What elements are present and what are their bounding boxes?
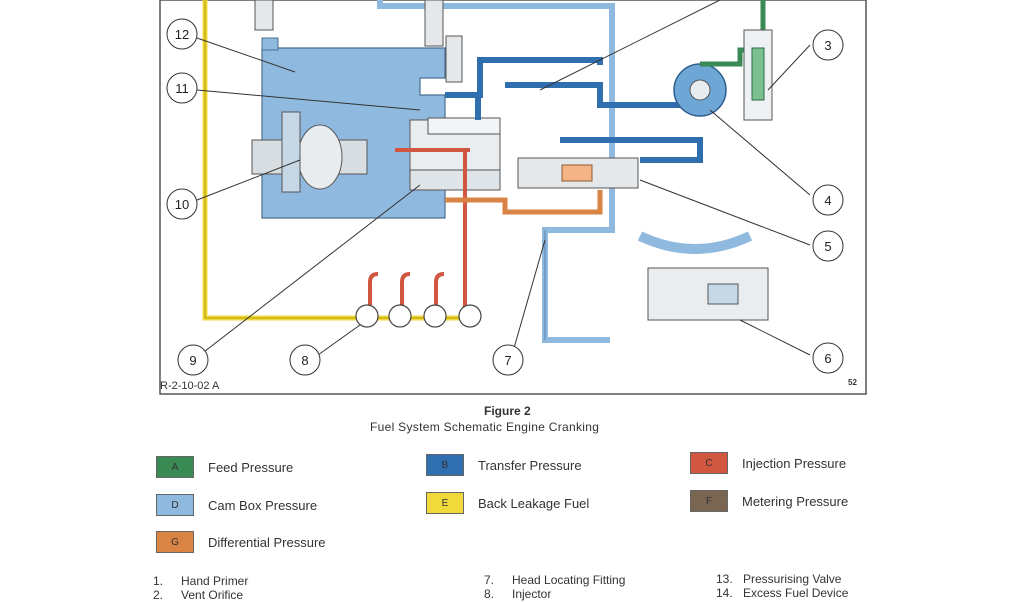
differential-line (445, 190, 603, 215)
part-label: Hand Primer (181, 574, 249, 588)
top-fitting-left (254, 0, 274, 31)
legend-swatch-a: A (156, 456, 194, 478)
legend-swatch-f: F (690, 490, 728, 512)
metering-valve-spring (561, 164, 593, 182)
callout-10-label: 10 (175, 197, 189, 212)
callout-9: 9 (177, 344, 209, 376)
injector-outlets (355, 304, 482, 328)
back-leakage-line-outline (204, 0, 470, 319)
cam-box-top-feed (261, 37, 279, 51)
legend-label-e: Back Leakage Fuel (478, 496, 590, 511)
callout-6-label: 6 (824, 351, 831, 366)
legend-swatch-e: E (426, 492, 464, 514)
part-label: Injector (512, 587, 552, 601)
part-number: 1. (153, 574, 164, 588)
top-fitting-right (445, 35, 463, 83)
cam-arc (637, 231, 753, 254)
legend-label-d: Cam Box Pressure (208, 498, 318, 513)
excess-fuel-spring (707, 283, 739, 305)
injector-pipes (368, 272, 445, 312)
figure-title: Figure 2 (484, 404, 531, 418)
legend-label-b: Transfer Pressure (478, 458, 582, 473)
part-label: Vent Orifice (181, 588, 244, 602)
part-number: 14. (716, 586, 733, 600)
callout-11-label: 11 (175, 81, 189, 96)
transfer-pressure-lines (445, 57, 703, 163)
regulating-valve-inner (751, 47, 765, 101)
part-label: Excess Fuel Device (743, 586, 849, 600)
part-number: 7. (484, 573, 495, 587)
top-fitting-mid (424, 0, 444, 47)
legend-label-c: Injection Pressure (742, 456, 847, 471)
part-number: 13. (716, 572, 733, 586)
rotor-head-lower (409, 169, 501, 191)
callout-11: 11 (166, 72, 198, 104)
callout-4-label: 4 (824, 193, 831, 208)
legend-swatch-d: D (156, 494, 194, 516)
legend-swatch-b: B (426, 454, 464, 476)
callout-8: 8 (289, 344, 321, 376)
callout-10: 10 (166, 188, 198, 220)
legend-swatch-c: C (690, 452, 728, 474)
callout-12-label: 12 (175, 27, 189, 42)
callout-8-label: 8 (301, 353, 308, 368)
part-number: 8. (484, 587, 495, 601)
callout-3: 3 (812, 29, 844, 61)
figure-subtitle: Fuel System Schematic Engine Cranking (370, 420, 600, 434)
legend-label-a: Feed Pressure (208, 460, 294, 475)
leader-lines (196, 0, 811, 356)
callout-7: 7 (492, 344, 524, 376)
legend-label-g: Differential Pressure (208, 535, 326, 550)
callout-9-label: 9 (189, 353, 196, 368)
rotor-left (281, 111, 301, 193)
transfer-pump-hub (689, 79, 711, 101)
figure-corner-mark: 52 (848, 378, 857, 387)
callout-5: 5 (812, 230, 844, 262)
part-label: Pressurising Valve (743, 572, 842, 586)
callout-6: 6 (812, 342, 844, 374)
legend-label-f: Metering Pressure (742, 494, 849, 509)
callout-5-label: 5 (824, 239, 831, 254)
drive-hub (297, 124, 343, 190)
part-number: 2. (153, 588, 164, 602)
figure-reference: R-2-10-02 A (160, 380, 220, 392)
part-label: Head Locating Fitting (512, 573, 626, 587)
callout-12: 12 (166, 18, 198, 50)
legend-swatch-g: G (156, 531, 194, 553)
callout-4: 4 (812, 184, 844, 216)
callout-7-label: 7 (504, 353, 511, 368)
callout-3-label: 3 (824, 38, 831, 53)
rotor-top-cap (427, 117, 501, 135)
